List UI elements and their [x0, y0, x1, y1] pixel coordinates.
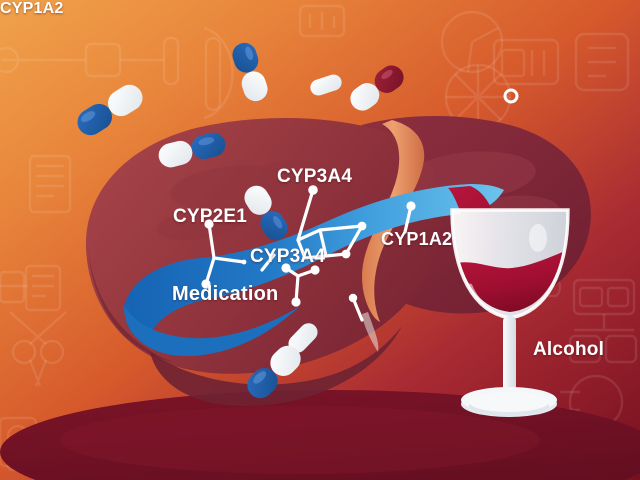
molecule-cyp1a2-bottom [348, 293, 364, 322]
liver-edge-shadow [88, 246, 172, 362]
capsule-blue-white-bottom [247, 345, 301, 399]
capsule-blue-white-upper-mid [232, 42, 268, 102]
background-pattern-icons [0, 4, 638, 476]
molecule-cyp1a2-right [403, 201, 416, 234]
small-white-ring [503, 88, 519, 104]
molecule-cyp2e1 [201, 219, 247, 289]
liver-inferior-tail [150, 326, 402, 407]
tablet-white-ground-right [469, 392, 549, 416]
wine-glass-gloss [529, 224, 547, 252]
molecule-cyp3a4-top [296, 185, 367, 260]
wine-glass [450, 208, 570, 417]
capsule-blue-white-top-left [77, 84, 143, 136]
tablet-white-bottom-center [288, 323, 318, 353]
bile-duct-tip [362, 312, 379, 352]
table-surface-highlight [60, 406, 540, 474]
wine-glass-stem [503, 316, 516, 400]
capsule-white-blue-center [244, 185, 288, 241]
tablet-white-top-center [310, 74, 342, 96]
medication-ribbon-lower-bulge [124, 306, 300, 356]
capsule-white-maroon-top-right [350, 65, 404, 111]
capsule-white-blue-liver-top [158, 132, 226, 168]
molecule-cyp3a4-mid [260, 253, 320, 307]
molecule-diagrams [201, 185, 416, 322]
